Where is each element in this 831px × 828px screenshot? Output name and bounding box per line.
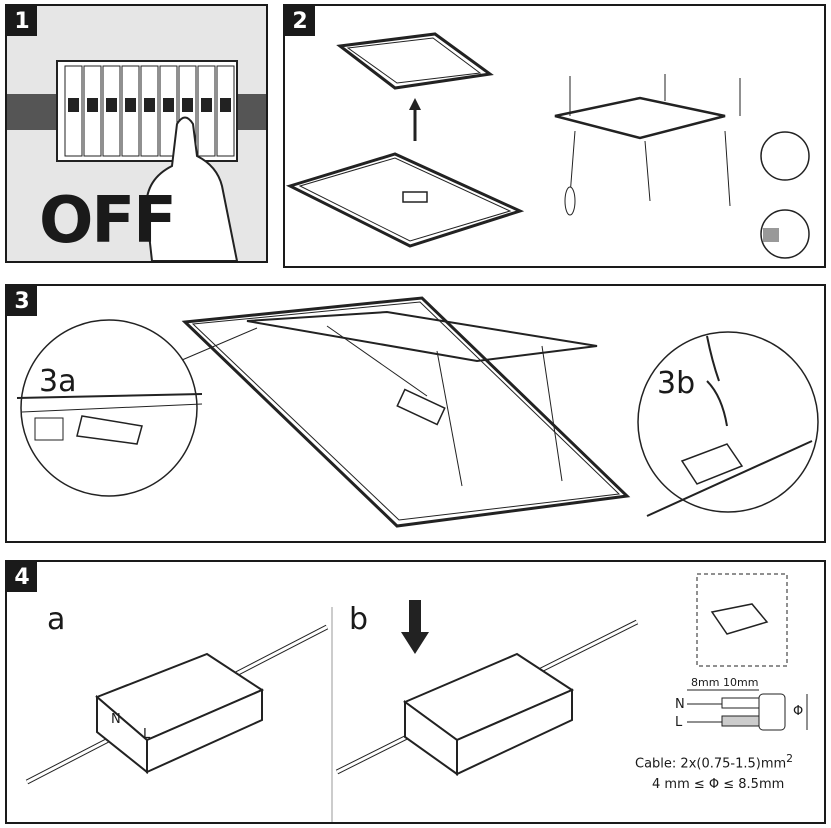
diameter-spec: 4 mm ≤ Φ ≤ 8.5mm	[652, 777, 785, 792]
detail-3b-circle	[637, 331, 819, 513]
cable-spec-text: Cable: 2x(0.75-1.5)mm	[635, 756, 787, 772]
breaker-switch	[201, 98, 212, 112]
breaker-switch	[68, 98, 79, 112]
breaker-switch	[87, 98, 98, 112]
phi-label: Φ	[793, 704, 804, 719]
wire-n-label: N	[675, 697, 685, 712]
drill-detail-icon	[760, 209, 810, 259]
cable-spec-sup: 2	[786, 752, 794, 765]
screwdriver-detail-icon	[760, 131, 810, 181]
cable-spec: Cable: 2x(0.75-1.5)mm2	[635, 752, 793, 771]
step-4-badge: 4	[7, 562, 37, 592]
breaker-switch	[182, 98, 193, 112]
frame-mounting-illustration	[285, 32, 810, 259]
panel-hanging-illustration	[16, 296, 819, 528]
terminal-n-label: N	[111, 712, 121, 727]
off-label: OFF	[39, 184, 177, 258]
hand-icon	[145, 116, 239, 261]
arrow-down-icon	[409, 600, 421, 634]
step-3-badge: 3	[7, 286, 37, 316]
wire-l-label: L	[675, 715, 683, 730]
strip-10mm-label: 10mm	[723, 676, 759, 689]
detail-3b-label: 3b	[657, 366, 696, 401]
breaker-switch	[144, 98, 155, 112]
breaker-switch	[163, 98, 174, 112]
breaker-switch	[106, 98, 117, 112]
wiring-illustration	[25, 573, 808, 822]
step-2-panel: 2	[283, 4, 826, 268]
step-1-panel: 1 OFF	[5, 4, 268, 263]
terminal-l-label: L	[143, 727, 151, 742]
sub-step-a-label: a	[47, 602, 66, 637]
step-2-badge: 2	[285, 6, 315, 36]
detail-3a-label: 3a	[39, 364, 77, 399]
breaker-switch	[125, 98, 136, 112]
step-3-panel: 3 3a 3b	[5, 284, 826, 543]
breaker-switch	[220, 98, 231, 112]
breaker-illustration	[7, 60, 266, 261]
step-4-panel: 4 a b N L 8mm 10mm N L Φ Cable: 2x(0.75-…	[5, 560, 826, 824]
step-1-badge: 1	[7, 6, 37, 36]
sub-step-b-label: b	[349, 602, 369, 637]
strip-8mm-label: 8mm	[691, 676, 720, 689]
